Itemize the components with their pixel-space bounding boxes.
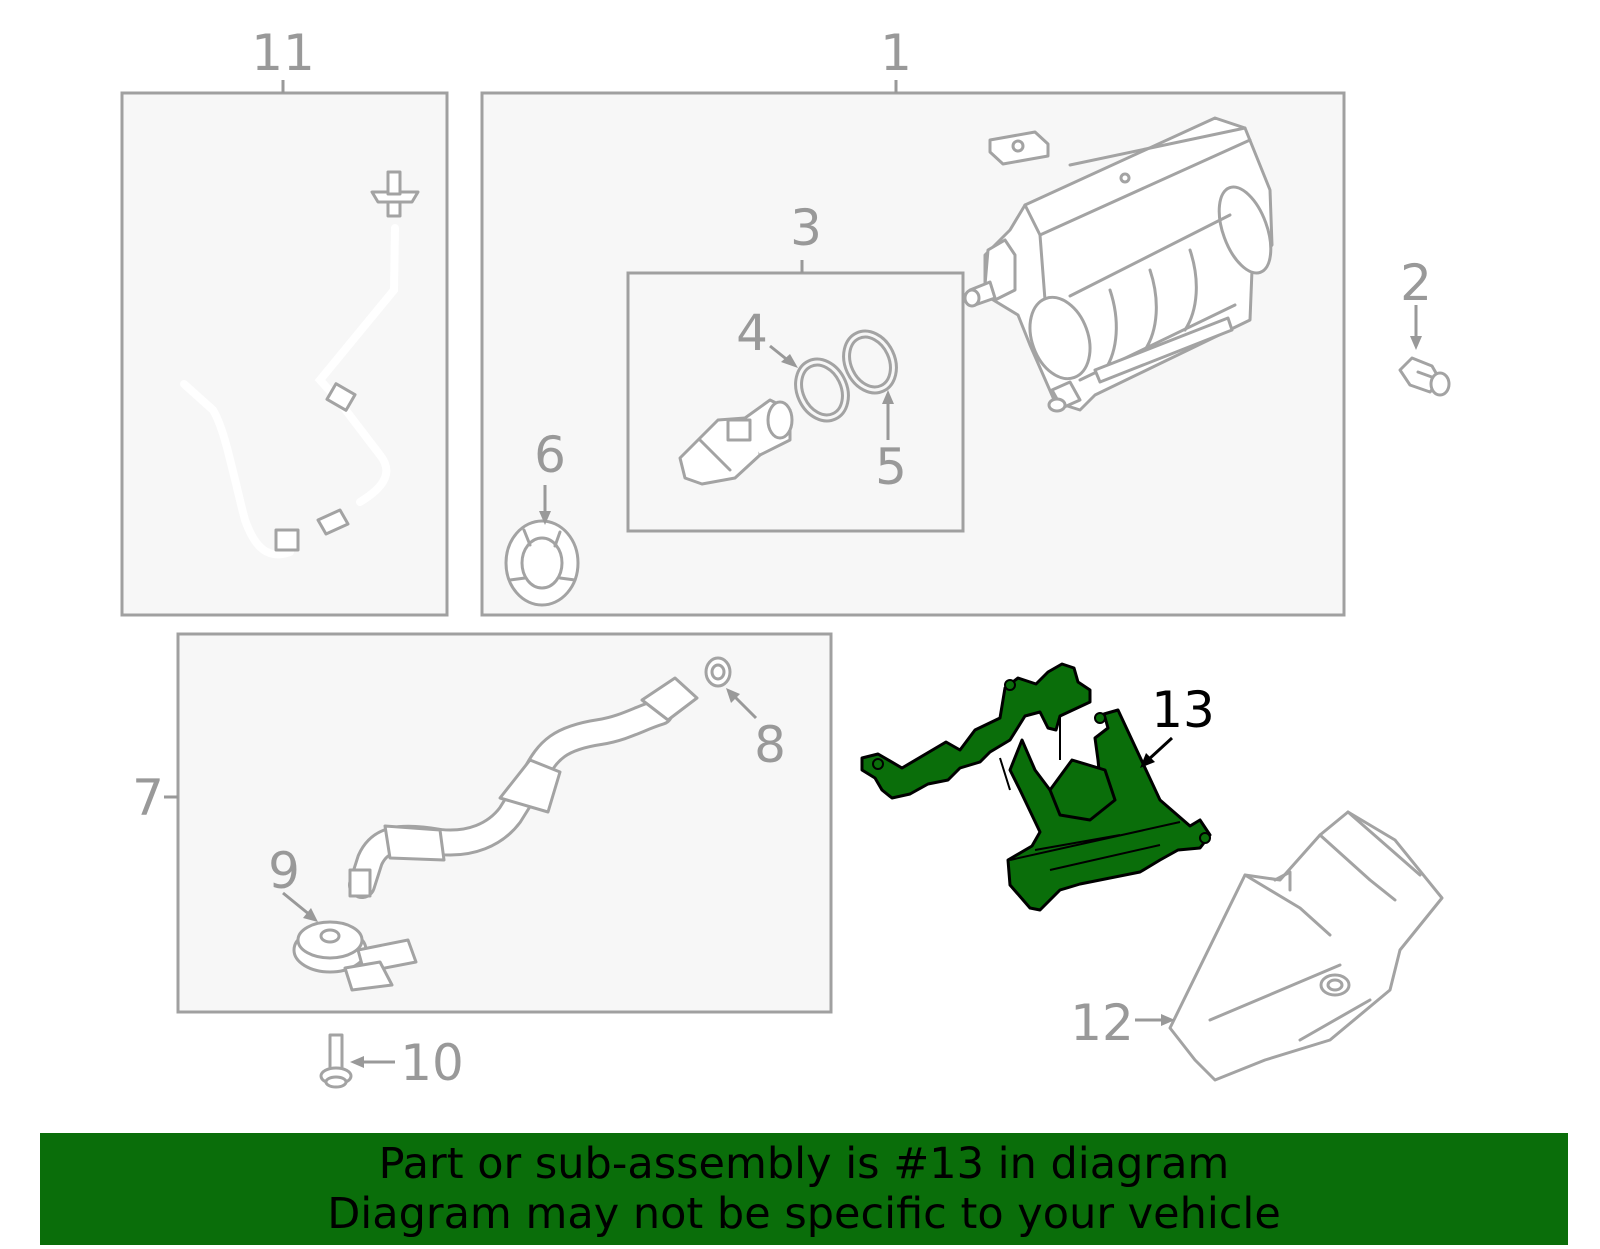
part-2-bolt — [1398, 356, 1451, 397]
arrow-9 — [303, 908, 318, 922]
arrow-4 — [781, 354, 798, 368]
part-1-canister — [963, 116, 1274, 413]
callout-4: 4 — [736, 304, 768, 362]
arrow-2 — [1410, 336, 1422, 350]
banner-line-1: Part or sub-assembly is #13 in diagram — [378, 1139, 1230, 1189]
info-banner: Part or sub-assembly is #13 in diagram D… — [40, 1133, 1568, 1245]
part-10-bolt — [319, 1033, 353, 1089]
callout-11: 11 — [251, 24, 315, 82]
callout-10: 10 — [400, 1034, 464, 1092]
arrow-8 — [726, 688, 740, 703]
part-4-o-ring — [794, 357, 850, 423]
callout-5: 5 — [875, 438, 907, 496]
arrow-6 — [539, 511, 551, 525]
part-11-vapor-hose — [180, 170, 420, 559]
leader-13 — [1146, 736, 1174, 762]
leader-8 — [731, 693, 758, 720]
callout-1: 1 — [880, 24, 912, 82]
callout-13: 13 — [1151, 681, 1215, 739]
callout-2: 2 — [1400, 254, 1432, 312]
callout-12: 12 — [1070, 994, 1134, 1052]
callout-8: 8 — [754, 716, 786, 774]
arrow-10 — [350, 1056, 364, 1068]
arrow-5 — [882, 390, 894, 404]
part-12-heat-shield — [1168, 810, 1444, 1082]
part-8-clip — [704, 656, 732, 688]
part-5-o-ring — [842, 329, 898, 395]
arrow-13 — [1140, 753, 1155, 768]
part-13-canister-bracket — [860, 662, 1212, 912]
leader-9 — [282, 891, 311, 917]
part-6-grommet — [504, 519, 580, 607]
callout-3: 3 — [790, 199, 822, 257]
callout-6: 6 — [534, 426, 566, 484]
part-7-purge-hose — [348, 676, 699, 899]
box-3-vent-valve — [626, 271, 965, 533]
banner-line-2: Diagram may not be specific to your vehi… — [327, 1189, 1281, 1239]
callout-9: 9 — [268, 842, 300, 900]
part-3-vent-valve — [678, 398, 794, 486]
callout-7: 7 — [132, 769, 164, 827]
arrow-12 — [1161, 1014, 1175, 1026]
part-9-purge-valve — [292, 920, 418, 992]
